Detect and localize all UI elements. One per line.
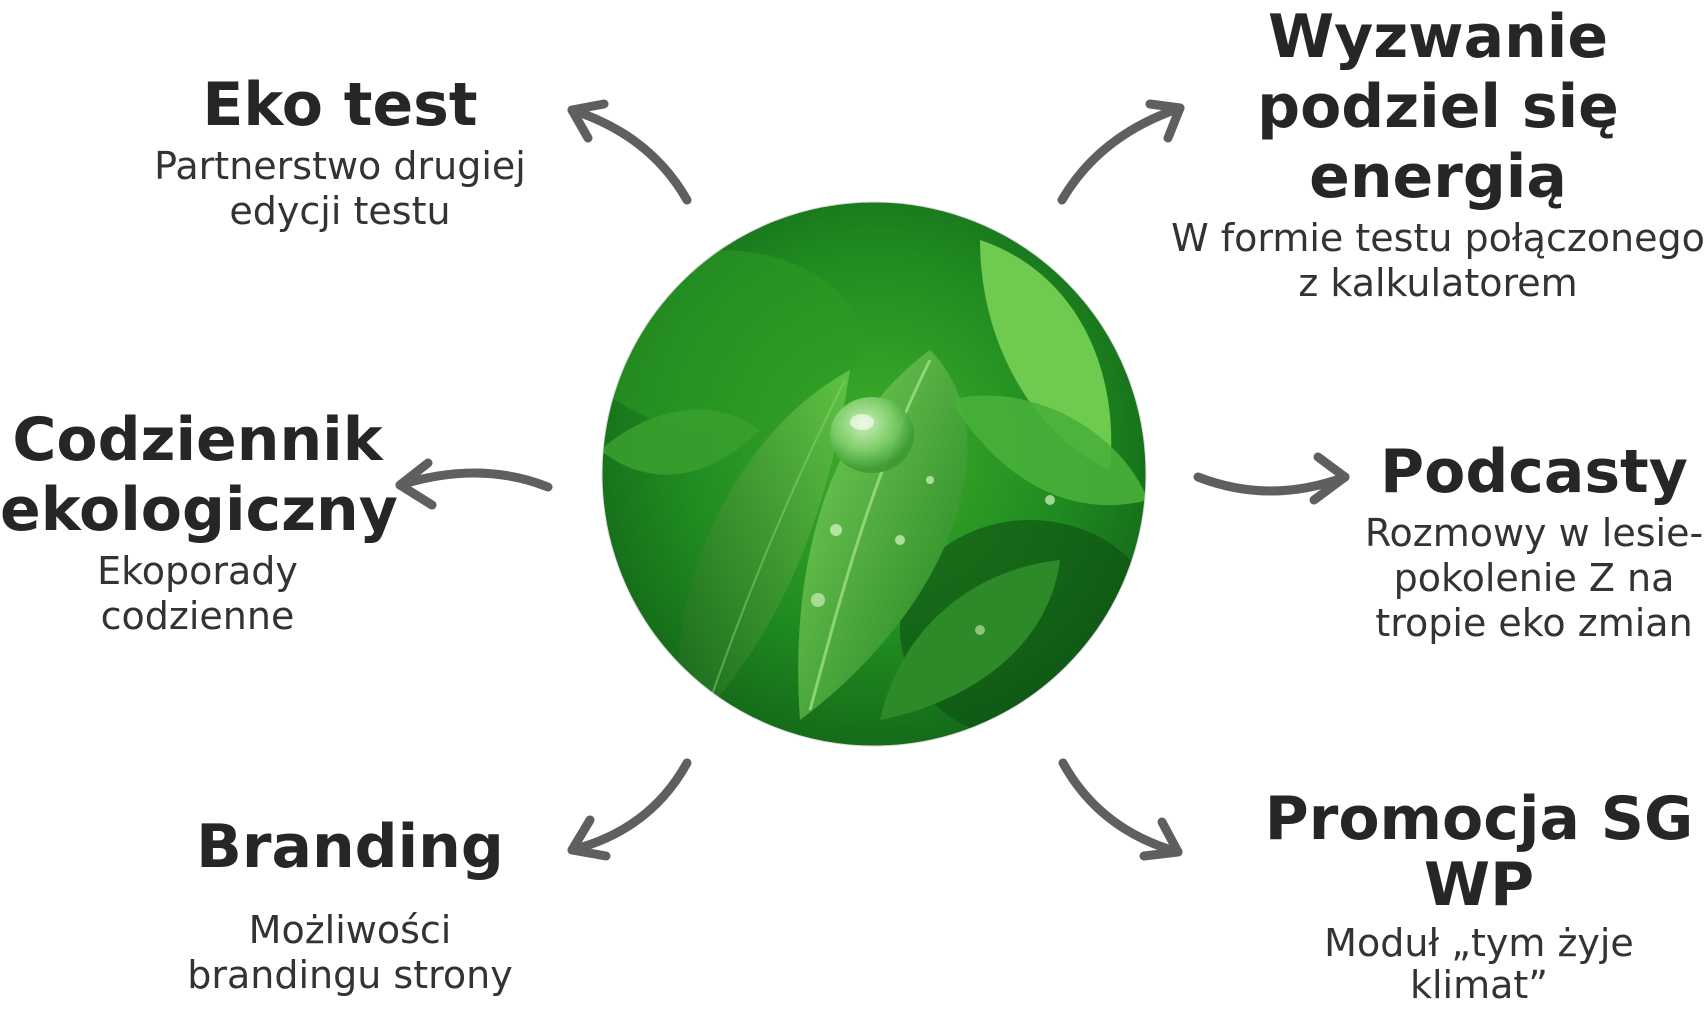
arrow-to-eko-test bbox=[567, 105, 692, 205]
item-description: Partnerstwo drugiej edycji testu bbox=[154, 144, 526, 233]
arrow-to-branding bbox=[567, 758, 692, 855]
item-branding: Branding Możliwości brandingu strony bbox=[140, 812, 560, 998]
item-title: Eko test bbox=[202, 70, 478, 140]
item-promocja: Promocja SG WP Moduł „tym żyje klimat” bbox=[1250, 786, 1708, 1006]
arrow-head-branding bbox=[567, 815, 611, 861]
item-description: Ekoporady codzienne bbox=[97, 549, 298, 638]
item-eko-test: Eko test Partnerstwo drugiej edycji test… bbox=[130, 70, 550, 234]
item-title: Branding bbox=[196, 812, 504, 882]
arrow-head-promocja bbox=[1139, 817, 1183, 861]
item-description: Możliwości brandingu strony bbox=[187, 908, 513, 997]
arrow-head-eko-test bbox=[567, 99, 609, 143]
item-title: Wyzwanie podziel się energią bbox=[1257, 2, 1619, 212]
arrow-head-codziennik bbox=[395, 458, 437, 510]
item-title: Codziennik ekologiczny bbox=[0, 405, 398, 545]
arrow-head-wyzwanie bbox=[1145, 99, 1185, 143]
item-wyzwanie: Wyzwanie podziel się energią W formie te… bbox=[1168, 2, 1708, 306]
item-title: Promocja SG WP bbox=[1264, 784, 1694, 920]
arrow-to-wyzwanie bbox=[1057, 103, 1185, 205]
item-podcasty: Podcasty Rozmowy w lesie- pokolenie Z na… bbox=[1360, 437, 1708, 646]
arrow-to-promocja bbox=[1058, 758, 1183, 857]
arrow-to-codziennik bbox=[395, 468, 553, 492]
item-description: Moduł „tym żyje klimat” bbox=[1324, 921, 1634, 1007]
item-description: W formie testu połączonego z kalkulatore… bbox=[1171, 216, 1705, 305]
item-description: Rozmowy w lesie- pokolenie Z na tropie e… bbox=[1364, 511, 1704, 645]
arrow-to-podcasty bbox=[1193, 472, 1350, 496]
leaf-photo-circle bbox=[601, 201, 1147, 747]
item-title: Podcasty bbox=[1380, 437, 1688, 507]
arrow-head-podcasty bbox=[1309, 452, 1350, 505]
item-codziennik: Codziennik ekologiczny Ekoporady codzien… bbox=[0, 405, 398, 639]
